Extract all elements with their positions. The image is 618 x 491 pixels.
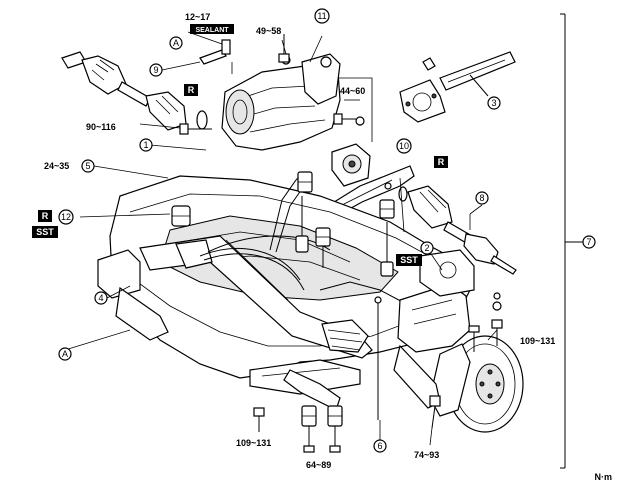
torque-74-93: 74~93 <box>414 450 439 460</box>
bolt-right-arm <box>491 292 503 346</box>
torque-49-58: 49~58 <box>256 26 281 36</box>
differential-housing <box>221 53 341 151</box>
svg-text:11: 11 <box>317 11 326 21</box>
callout-12: 12 <box>58 209 74 225</box>
bolt-44-60 <box>333 113 365 126</box>
tag-r-left-top: R <box>184 84 198 96</box>
assembly-bracket <box>560 13 583 469</box>
torque-44-60: 44~60 <box>340 86 365 96</box>
svg-text:SST: SST <box>36 227 54 237</box>
tag-r-left: R <box>38 210 52 222</box>
svg-text:R: R <box>42 211 49 221</box>
svg-text:2: 2 <box>424 243 429 253</box>
sealant-bolt <box>199 39 231 65</box>
svg-text:5: 5 <box>85 161 90 171</box>
svg-text:3: 3 <box>491 98 496 108</box>
callout-2: 2 <box>420 241 434 255</box>
callout-6: 6 <box>373 439 387 453</box>
callout-3: 3 <box>487 96 501 110</box>
bushing-2 <box>315 227 331 268</box>
tag-sealant: SEALANT <box>190 24 234 34</box>
svg-text:1: 1 <box>143 140 148 150</box>
svg-text:R: R <box>438 157 445 167</box>
svg-text:A: A <box>62 349 68 359</box>
callout-1: 1 <box>139 138 153 152</box>
right-drive-shaft <box>398 185 517 275</box>
svg-text:A: A <box>173 38 179 48</box>
svg-text:SST: SST <box>400 255 418 265</box>
torque-12-17: 12~17 <box>185 12 210 22</box>
leader-lines <box>64 31 498 446</box>
stud-6 <box>374 296 382 420</box>
callout-a-bottom: A <box>58 347 72 361</box>
svg-text:8: 8 <box>479 193 484 203</box>
svg-text:SEALANT: SEALANT <box>195 27 229 34</box>
bolt-74-93 <box>429 395 441 429</box>
tag-r-right: R <box>434 156 448 168</box>
torque-64-89: 64~89 <box>306 460 331 470</box>
bolt-left-housing <box>179 123 212 135</box>
callout-11: 11 <box>314 8 330 24</box>
brake-disc <box>429 335 524 433</box>
torque-90-116: 90~116 <box>86 122 116 132</box>
svg-text:10: 10 <box>399 141 409 151</box>
callout-a-top: A <box>169 36 183 50</box>
unit-label: N·m <box>594 472 613 482</box>
bushing-6 <box>301 405 343 427</box>
callout-10: 10 <box>396 138 412 154</box>
svg-text:6: 6 <box>377 441 382 451</box>
propeller-shaft <box>399 51 516 123</box>
svg-text:4: 4 <box>98 293 103 303</box>
svg-text:7: 7 <box>586 237 591 247</box>
svg-text:R: R <box>188 85 195 95</box>
torque-109-131-right: 109~131 <box>520 336 555 346</box>
tag-sst-right: SST <box>396 254 422 266</box>
tag-sst-left: SST <box>32 226 58 238</box>
svg-text:9: 9 <box>153 65 158 75</box>
bushing-1 <box>297 171 313 193</box>
lower-arm <box>283 283 471 411</box>
bushing-3 <box>295 196 309 253</box>
callout-9: 9 <box>149 63 163 77</box>
callout-5: 5 <box>81 159 95 173</box>
rear-mount <box>331 143 371 187</box>
bolt-bottom-left <box>253 407 265 432</box>
trailing-arm <box>419 249 475 297</box>
bolt-bottom-center <box>303 426 341 453</box>
steering-rack <box>139 235 373 359</box>
crossmember-frame <box>97 175 471 395</box>
bolt-109-131-right <box>468 325 480 352</box>
torque-24-35: 24~35 <box>44 161 69 171</box>
bolt-top <box>278 34 290 63</box>
svg-text:12: 12 <box>61 212 71 222</box>
callout-4: 4 <box>94 291 108 305</box>
callout-7: 7 <box>582 235 596 249</box>
bushing-5 <box>171 205 191 227</box>
callout-8: 8 <box>475 191 489 205</box>
bushing-4 <box>379 199 395 277</box>
torque-109-131-bottom: 109~131 <box>236 438 271 448</box>
